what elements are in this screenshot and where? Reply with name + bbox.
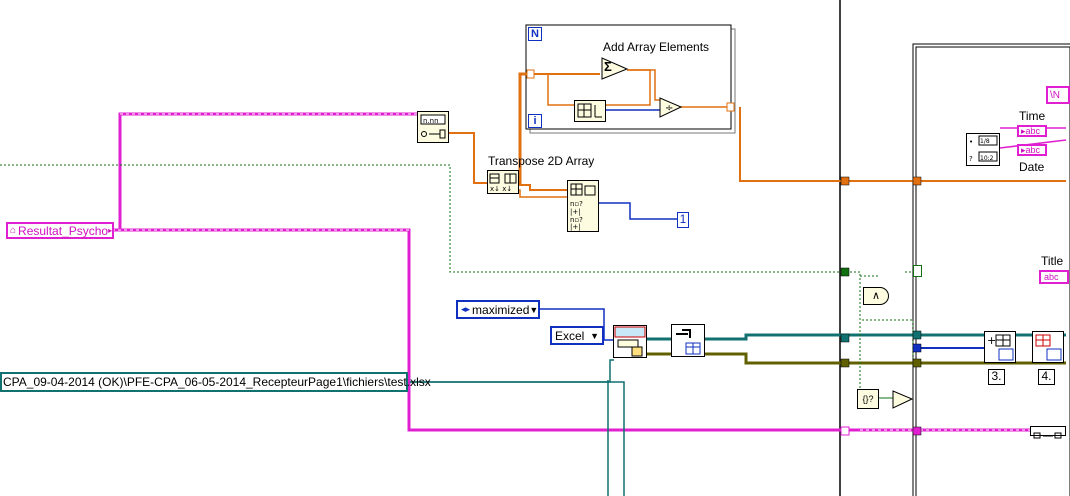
transpose-2d-array-label: Transpose 2D Array — [488, 154, 595, 168]
index-array-node[interactable]: n▫?|+|n▫?|+| — [567, 180, 599, 232]
file-path-value: CPA_09-04-2014 (OK)\PFE-CPA_06-05-2014_R… — [3, 375, 431, 389]
chevron-down-icon: ▼ — [529, 304, 539, 315]
report-type-value: Excel — [555, 328, 585, 343]
arrow-right-icon: ▸ — [108, 226, 113, 235]
bottom-right-node[interactable] — [1030, 426, 1066, 439]
divide-node[interactable]: ÷ — [659, 97, 683, 119]
date-label: Date — [1019, 160, 1045, 174]
report-type-ring[interactable]: Excel ▼ — [550, 326, 604, 345]
boolean-constant[interactable] — [913, 265, 922, 277]
resultat-psycho-variable[interactable]: ⌂ Resultat_Psycho ▸ — [6, 222, 114, 239]
abc-label: abc — [1025, 126, 1041, 136]
svg-text:•: • — [969, 138, 973, 146]
time-string-terminal[interactable]: ▸abc — [1017, 125, 1047, 137]
svg-text:1/8: 1/8 — [980, 138, 990, 145]
title-string-terminal[interactable]: abc — [1039, 270, 1069, 284]
window-state-ring[interactable]: ◂▸ maximized ▼ — [456, 300, 540, 319]
svg-text:10:2: 10:2 — [980, 155, 994, 162]
not-node[interactable] — [892, 390, 914, 410]
svg-text:÷: ÷ — [665, 103, 673, 114]
top-right-string-constant[interactable]: \N — [1046, 86, 1070, 104]
add-array-elements-node[interactable] — [601, 57, 629, 81]
loop-count-terminal: N — [528, 27, 542, 41]
sequence-label-3: 3. — [988, 369, 1005, 385]
constant-one[interactable]: 1 — [677, 212, 689, 228]
insert-table-node[interactable] — [1032, 331, 1064, 363]
svg-text:+: + — [987, 334, 996, 347]
loop-index-terminal: i — [528, 114, 542, 128]
abc-label: abc — [1044, 272, 1059, 282]
ring-arrows-icon: ◂▸ — [461, 304, 471, 314]
format-date-time-node[interactable]: 1/8 10:2 •? — [966, 133, 1000, 166]
maximized-value: maximized — [472, 302, 530, 317]
svg-text:n.nn: n.nn — [423, 117, 439, 125]
and-gate[interactable]: ∧ — [863, 287, 889, 305]
array-size-node[interactable] — [574, 100, 606, 122]
sequence-label-4: 4. — [1038, 369, 1055, 385]
svg-text:|+|: |+| — [570, 208, 581, 216]
transpose-2d-array-node[interactable]: x↓ x↓ — [487, 170, 519, 194]
svg-text:x↓ x↓: x↓ x↓ — [490, 185, 512, 193]
svg-text:|+|: |+| — [570, 223, 581, 231]
report-property-node[interactable] — [671, 324, 705, 357]
add-array-elements-label: Add Array Elements — [603, 40, 710, 54]
date-string-terminal[interactable]: ▸abc — [1017, 144, 1047, 156]
select-node[interactable]: {}? — [857, 389, 879, 409]
abc-label: abc — [1025, 145, 1041, 155]
file-path-constant[interactable]: CPA_09-04-2014 (OK)\PFE-CPA_06-05-2014_R… — [0, 372, 431, 392]
append-table-node[interactable]: + — [984, 331, 1016, 363]
svg-text:n▫?: n▫? — [570, 216, 583, 224]
svg-text:n▫?: n▫? — [570, 200, 583, 208]
read-spreadsheet-node[interactable]: n.nn — [417, 111, 449, 143]
home-icon: ⌂ — [10, 225, 17, 236]
resultat-psycho-label: Resultat_Psycho — [18, 223, 109, 238]
svg-text:?: ? — [969, 155, 973, 163]
chevron-down-icon: ▼ — [590, 330, 599, 341]
sum-icon: Σ — [604, 59, 612, 74]
title-label: Title — [1041, 254, 1064, 268]
time-label: Time — [1019, 109, 1046, 123]
new-report-node[interactable] — [613, 325, 647, 358]
